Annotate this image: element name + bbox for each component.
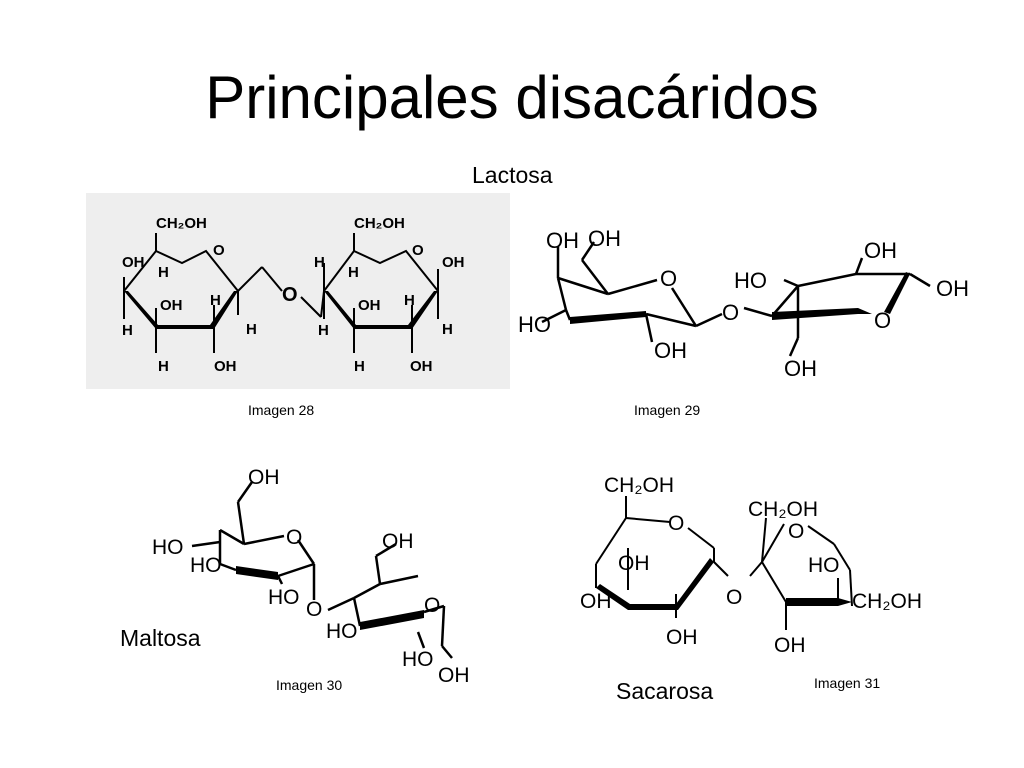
ring1-c1-h-label: H: [246, 321, 257, 338]
ring2-c2-h-label: H: [404, 292, 415, 309]
ring2-c4-h-label: H: [314, 254, 325, 271]
slide-title: Principales disacáridos: [205, 64, 819, 131]
sucrose-fructose-ch2oh-label: CH₂OH: [852, 590, 922, 613]
ring2-c4-h-inner-label: H: [348, 264, 359, 281]
ring2-oxygen-label: O: [412, 242, 424, 259]
sucrose-glucose-c4-oh-label: OH: [580, 590, 612, 613]
maltose-c4-ho-label: HO: [152, 536, 184, 559]
maltose-c6-oh-top-label: OH: [248, 466, 280, 489]
galactose-c4-oh-label: OH: [546, 228, 579, 253]
ring2-c3-oh-label: OH: [358, 297, 381, 314]
galactose-ring-oxygen-label: O: [660, 266, 677, 291]
sucrose-glycosidic-oxygen-label: O: [726, 586, 742, 609]
sucrose-label: Sacarosa: [616, 678, 714, 704]
ring1-c4-h-label: H: [158, 264, 169, 281]
ring2-c2-oh-label: OH: [410, 358, 433, 375]
ring1-c2-h-label: H: [210, 292, 221, 309]
glycosidic-oxygen-label: O: [282, 284, 298, 306]
maltose-c3-ho-label: HO: [190, 554, 222, 577]
glycosidic-oxygen-label: O: [722, 300, 739, 325]
maltose-label: Maltosa: [120, 625, 201, 651]
ring2-c3-h-label: H: [354, 358, 365, 375]
sucrose-fructose-ring-oxygen-label: O: [788, 520, 804, 543]
ring1-c4-h-lower-label: H: [122, 322, 133, 339]
maltose-c2-ho-label: HO: [268, 586, 300, 609]
ring1-ch2oh-label: CH₂OH: [156, 215, 207, 232]
glucose-c3-ho-label: HO: [734, 268, 767, 293]
sucrose-fructose-ho-label: HO: [808, 554, 840, 577]
maltose-ring2-oxygen-label: O: [424, 594, 440, 617]
ring1-c4-oh-label: OH: [122, 254, 145, 271]
lactose-label: Lactosa: [472, 162, 553, 188]
caption-imagen-30: Imagen 30: [276, 677, 343, 693]
galactose-c3-ho-label: HO: [518, 312, 551, 337]
ring2-c4-h-lower-label: H: [318, 322, 329, 339]
maltose-c3-ho-label-2: HO: [326, 620, 358, 643]
ring1-c3-oh-label: OH: [160, 297, 183, 314]
glucose-c6-oh-label: OH: [784, 356, 817, 381]
ring1-oxygen-label: O: [213, 242, 225, 259]
maltose-c6-oh-label: OH: [382, 530, 414, 553]
lactose-haworth-panel: [86, 193, 510, 389]
maltose-glycosidic-oxygen-label: O: [306, 598, 322, 621]
maltose-ring1-oxygen-label: O: [286, 526, 302, 549]
sucrose-fructose-ch2oh-top-label: CH₂OH: [748, 498, 818, 521]
sucrose-glucose-c3-oh-label: OH: [618, 552, 650, 575]
glucose-c2-oh-label: OH: [864, 238, 897, 263]
caption-imagen-29: Imagen 29: [634, 402, 701, 418]
caption-imagen-28: Imagen 28: [248, 402, 315, 418]
ring2-c1-h-label: H: [442, 321, 453, 338]
maltose-c1-oh-label: OH: [438, 664, 470, 687]
maltose-structure: OH O HO HO HO O OH O HO HO OH: [152, 466, 470, 687]
lactose-haworth-structure: CH₂OH O OH H H OH H H H OH CH₂OH O OH H …: [122, 215, 465, 375]
caption-imagen-31: Imagen 31: [814, 675, 881, 691]
sucrose-glucose-c2-oh-label: OH: [666, 626, 698, 649]
maltose-c2-ho-label-2: HO: [402, 648, 434, 671]
sucrose-fructose-oh-label: OH: [774, 634, 806, 657]
sucrose-glucose-ring-oxygen-label: O: [668, 512, 684, 535]
glucose-c1-oh-label: OH: [936, 276, 969, 301]
galactose-c2-oh-label: OH: [654, 338, 687, 363]
galactose-c6-oh-label: OH: [588, 226, 621, 251]
sucrose-structure: CH₂OH O OH OH OH O CH₂OH O HO CH₂OH OH: [580, 474, 922, 657]
ring2-ch2oh-label: CH₂OH: [354, 215, 405, 232]
ring2-c1-oh-label: OH: [442, 254, 465, 271]
lactose-chair-structure: OH OH O HO OH O HO OH OH O OH: [518, 226, 969, 381]
ring1-c3-h-label: H: [158, 358, 169, 375]
sucrose-glucose-ch2oh-label: CH₂OH: [604, 474, 674, 497]
ring1-c2-oh-label: OH: [214, 358, 237, 375]
glucose-ring-oxygen-label: O: [874, 308, 891, 333]
